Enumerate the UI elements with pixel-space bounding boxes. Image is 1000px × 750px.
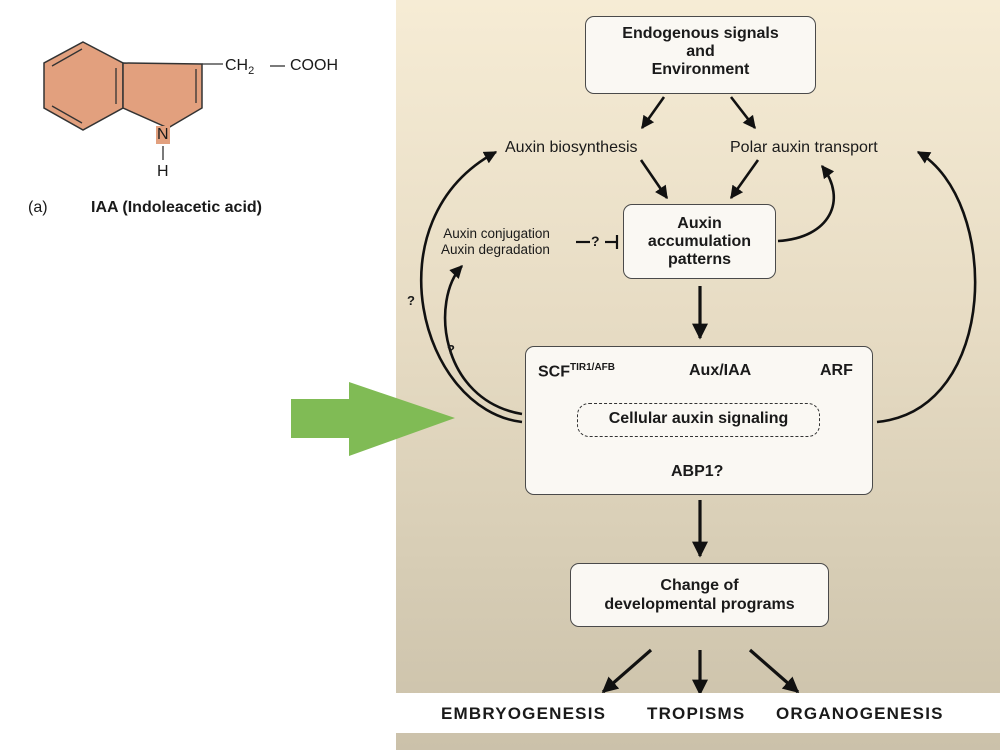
scf-label: SCFTIR1/AFB: [538, 362, 615, 381]
arrow-to-embryogenesis: [601, 648, 653, 694]
arrow-to-organogenesis: [748, 648, 800, 694]
signaling-box: [525, 346, 873, 495]
cooh-label: COOH: [290, 57, 338, 74]
signals-line1: Endogenous signals: [622, 25, 779, 42]
signals-line3: Environment: [651, 61, 750, 78]
accumulation-box: Auxin accumulation patterns: [623, 204, 776, 279]
signals-box: Endogenous signals and Environment: [585, 16, 816, 94]
change-line2: developmental programs: [604, 596, 795, 613]
arrow-signals-to-biosynthesis: [640, 96, 666, 130]
feedback-question-outer: ?: [407, 293, 415, 308]
aux-iaa-label: Aux/IAA: [689, 362, 752, 379]
iaa-structure: [43, 41, 285, 160]
accumulation-line1: Auxin: [677, 215, 722, 232]
cellular-signaling-box: Cellular auxin signaling: [577, 403, 820, 437]
outcome-band: [396, 693, 1000, 733]
outcome-embryogenesis: EMBRYOGENESIS: [441, 704, 607, 723]
outcome-tropisms: TROPISMS: [647, 704, 746, 723]
nitrogen-label: N: [156, 126, 170, 144]
transport-label: Polar auxin transport: [730, 139, 878, 156]
abp1-label: ABP1?: [671, 463, 724, 480]
arrow-accumulation-to-transport: [777, 164, 836, 243]
biosynthesis-label: Auxin biosynthesis: [505, 139, 638, 156]
arrow-signaling-to-degradation: [443, 265, 523, 416]
arrow-signaling-to-transport: [876, 150, 977, 424]
accumulation-line3: patterns: [667, 251, 732, 268]
change-line1: Change of: [660, 577, 739, 594]
cellular-signaling-label: Cellular auxin signaling: [608, 410, 789, 427]
panel-label: (a): [28, 199, 48, 216]
arrow-signaling-to-biosynthesis: [419, 150, 523, 424]
arf-label: ARF: [820, 362, 853, 379]
ch2-label: CH2: [225, 57, 255, 78]
feedback-question-inner: ?: [447, 342, 455, 357]
degradation-label: Auxin degradation: [441, 242, 550, 257]
pyrrole-ring: [122, 62, 203, 129]
arrow-biosynthesis-to-accumulation: [639, 159, 669, 200]
change-box: Change of developmental programs: [570, 563, 829, 627]
hydrogen-label: H: [157, 163, 169, 180]
accumulation-line2: accumulation: [647, 233, 752, 250]
conjugation-label: Auxin conjugation: [443, 226, 550, 241]
outcome-organogenesis: ORGANOGENESIS: [776, 704, 944, 723]
conjugation-degradation-label: Auxin conjugation Auxin degradation: [441, 226, 550, 258]
signals-line2: and: [686, 43, 715, 60]
inhibit-question-mark: ?: [591, 233, 600, 249]
green-arrow-icon: [291, 382, 455, 456]
arrow-signals-to-transport: [729, 96, 757, 130]
molecule-caption: IAA (Indoleacetic acid): [91, 199, 262, 216]
arrow-transport-to-accumulation: [729, 159, 760, 200]
